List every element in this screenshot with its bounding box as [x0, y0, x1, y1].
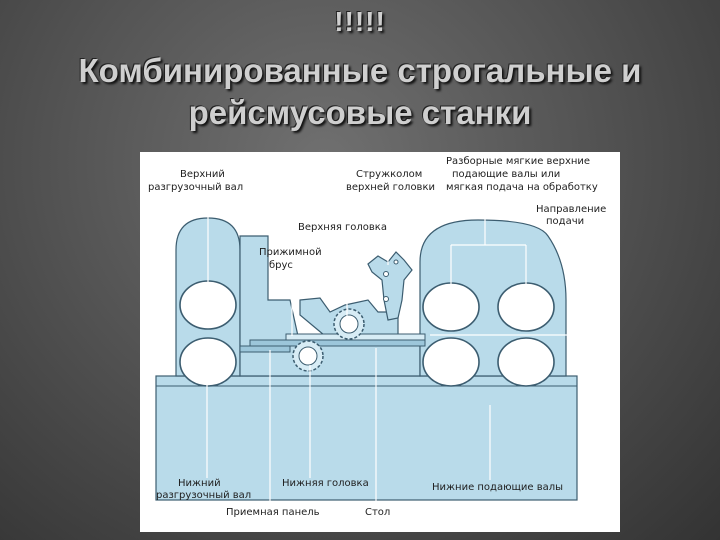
label-feed-direction-1: Направление: [536, 204, 606, 215]
label-intake-panel: Приемная панель: [226, 507, 320, 518]
label-lower-unload-roller-2: разгрузочный вал: [156, 490, 251, 501]
label-lower-head: Нижняя головка: [282, 478, 369, 489]
slide-title-line-2: рейсмусовые станки: [188, 94, 532, 131]
bolt: [383, 296, 389, 302]
machine-base: [155, 375, 578, 501]
label-upper-unload-roller-2: разгрузочный вал: [148, 182, 243, 193]
label-lower-feed-rollers: Нижние подающие валы: [432, 482, 563, 493]
label-table: Стол: [365, 507, 390, 518]
label-feed-rollers-1: Разборные мягкие верхние: [446, 156, 590, 167]
label-feed-rollers-2: подающие валы или: [452, 169, 560, 180]
label-lower-unload-roller-1: Нижний: [178, 478, 221, 489]
work-table: [249, 339, 426, 347]
lower-feed-roller-1: [422, 337, 480, 387]
bolt: [383, 271, 389, 277]
label-chipbreaker-2: верхней головки: [346, 182, 435, 193]
lower-feed-roller-2: [497, 337, 555, 387]
lower-unload-roller: [179, 337, 237, 387]
label-feed-rollers-3: мягкая подача на обработку: [446, 182, 598, 193]
label-feed-direction-2: подачи: [546, 216, 584, 227]
leader-lines: [206, 192, 571, 506]
label-pressure-bar-1: Прижимной: [259, 247, 322, 258]
slide-mark: !!!!!: [334, 6, 386, 37]
lower-cutterhead: [292, 340, 324, 372]
intake-panel: [239, 345, 291, 353]
chipbreaker-arm: [367, 251, 413, 321]
machine-diagram: Верхний разгрузочный вал Стружколом верх…: [140, 152, 620, 532]
label-chipbreaker-1: Стружколом: [356, 169, 422, 180]
upper-cutterhead: [333, 308, 365, 340]
slide-title-line-1: Комбинированные строгальные и: [78, 52, 642, 89]
bolt: [393, 259, 399, 265]
label-upper-head: Верхняя головка: [298, 222, 387, 233]
right-housing: [419, 219, 567, 377]
label-pressure-bar-2: брус: [269, 260, 293, 271]
label-upper-unload-roller-1: Верхний: [180, 169, 225, 180]
